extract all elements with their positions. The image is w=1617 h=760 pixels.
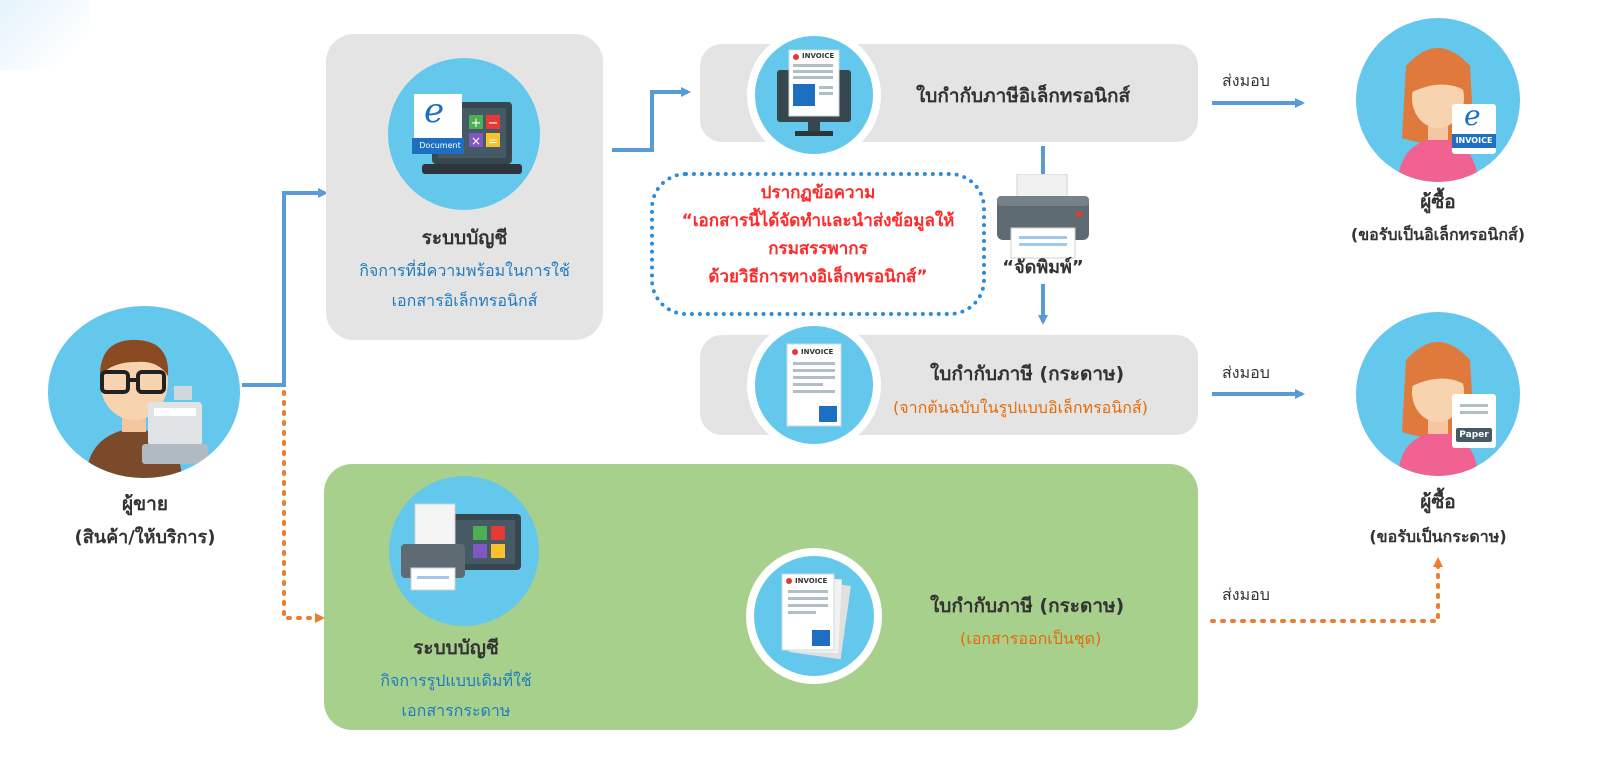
seller-avatar [48,306,240,478]
buyer-invoice-badge: INVOICE [1455,136,1493,145]
notice-bubble [650,172,986,316]
paper-system-desc-2: เอกสารกระดาษ [401,701,511,720]
paper-system-circle [389,476,539,626]
printed-invoice-circle: INVOICE [747,318,881,452]
female-buyer-icon [1398,48,1496,182]
e-invoice-circle: INVOICE [747,28,881,162]
seller-title: ผู้ขาย [122,493,168,515]
delivery-label-printed: ส่งมอบ [1222,363,1270,382]
notice-line-2: “เอกสารนี้ได้จัดทำและนำส่งข้อมูลให้ [681,211,955,231]
buyer-e-letter: e [1464,99,1481,132]
paper-invoice-caption: INVOICE [795,577,828,585]
svg-text:−: − [488,116,499,131]
electronic-system-desc-1: กิจการที่มีความพร้อมในการใช้ [359,261,570,280]
printed-invoice-label: ใบกำกับภาษี (กระดาษ) [930,363,1125,385]
arrow-seller-to-paper-system [282,390,325,623]
seller-subtitle: (สินค้า/ให้บริการ) [74,527,216,548]
buyer-paper-avatar: Paper [1356,312,1520,476]
notice-line-3: กรมสรรพากร [768,239,868,259]
paper-invoice-note: (เอกสารออกเป็นชุด) [960,629,1102,648]
laptop-document-icon: + − × = [412,94,522,174]
electronic-system-title: ระบบบัญชี [421,227,508,249]
arrow-seller-to-e-system [242,188,328,387]
svg-text:×: × [471,134,481,148]
invoice-caption: INVOICE [802,52,835,60]
monitor-invoice-icon [777,49,851,136]
female-buyer-paper-icon [1398,342,1496,476]
paper-invoice-circle: INVOICE [746,548,882,684]
buyer-electronic-avatar: e INVOICE [1356,18,1520,182]
printed-invoice-caption: INVOICE [801,348,834,356]
electronic-system-desc-2: เอกสารอิเล็กทรอนิกส์ [391,291,538,310]
buyer-electronic-title: ผู้ซื้อ [1420,191,1456,213]
print-label: “จัดพิมพ์” [1002,257,1084,278]
delivery-label-paper: ส่งมอบ [1222,585,1270,604]
paper-invoice-label: ใบกำกับภาษี (กระดาษ) [930,595,1125,617]
notice-line-4: ด้วยวิธีการทางอิเล็กทรอนิกส์” [708,267,928,287]
arrow-esystem-to-einvoice [612,87,691,152]
document-caption: Document [419,141,461,150]
corner-decoration [0,0,90,70]
notice-line-1: ปรากฏข้อความ [760,183,876,203]
buyer-paper-subtitle: (ขอรับเป็นกระดาษ) [1369,527,1507,546]
e-letter: e [424,91,445,131]
buyer-paper-badge: Paper [1459,430,1489,440]
printed-invoice-note: (จากต้นฉบับในรูปแบบอิเล็กทรอนิกส์) [893,398,1148,417]
svg-text:=: = [488,134,498,148]
printer-computer-icon [401,503,521,591]
buyer-electronic-subtitle: (ขอรับเป็นอิเล็กทรอนิกส์) [1350,225,1526,244]
e-invoice-label: ใบกำกับภาษีอิเล็กทรอนิกส์ [916,85,1131,107]
delivery-label-electronic: ส่งมอบ [1222,71,1270,90]
buyer-paper-title: ผู้ซื้อ [1420,491,1456,513]
electronic-system-circle: + − × = e Document [388,58,540,210]
svg-text:+: + [471,116,482,131]
seller-cashier-icon [86,339,208,478]
printer-icon [997,174,1089,259]
paper-invoice-icon [786,343,842,427]
paper-invoice-stack-icon [781,573,851,660]
paper-system-title: ระบบบัญชี [413,637,499,659]
paper-system-desc-1: กิจการรูปแบบเดิมที่ใช้ [380,671,532,690]
